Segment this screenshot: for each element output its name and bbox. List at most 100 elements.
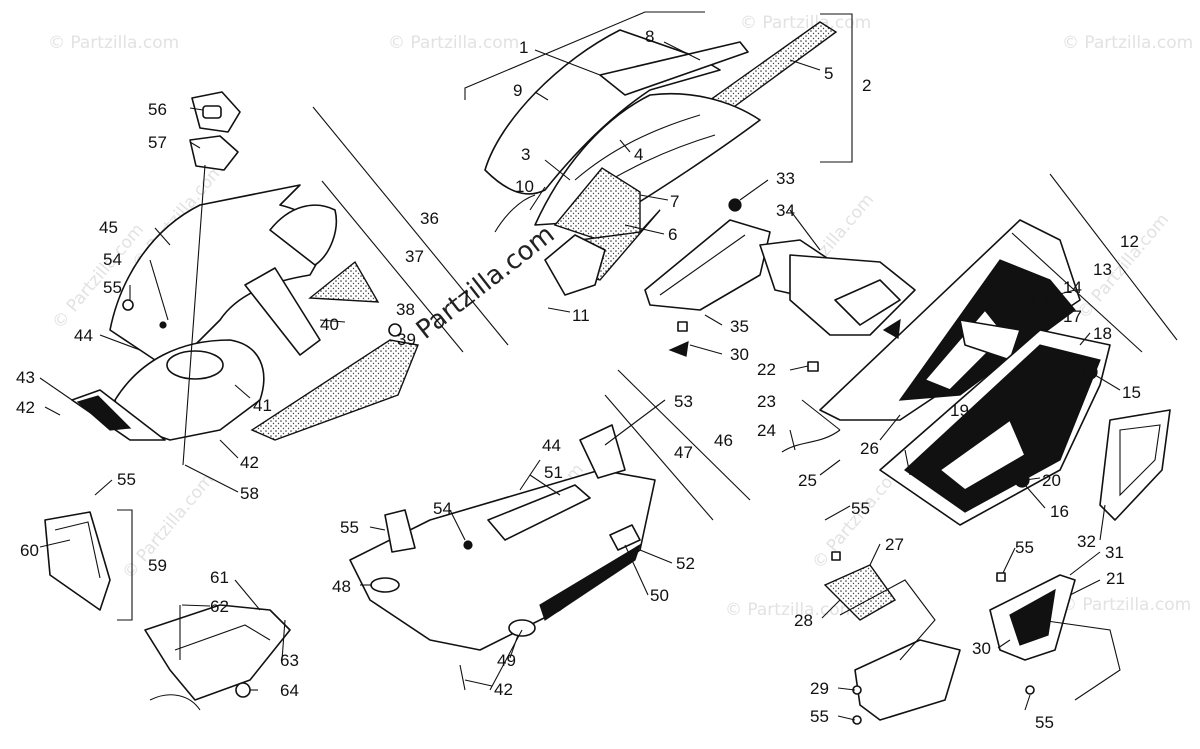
- lower-cover-part: [144, 604, 291, 701]
- screw-part: [463, 540, 473, 550]
- callout-label: 1: [519, 38, 528, 57]
- callout-label: 6: [668, 225, 677, 244]
- callout-label: 15: [1122, 383, 1141, 402]
- clip-part: [996, 572, 1006, 582]
- belly-pan-stripe: [539, 543, 642, 621]
- side-vent-part: [1099, 409, 1171, 521]
- callout-label: 55: [851, 499, 870, 518]
- callout-label: 55: [1015, 538, 1034, 557]
- bracket-13: [1011, 232, 1143, 353]
- callout-label: 12: [1120, 232, 1139, 251]
- callout-label: 3: [521, 145, 530, 164]
- gasket-part: [189, 135, 239, 171]
- small-parts-right: [823, 551, 1121, 725]
- belly-pan-insert: [487, 484, 591, 541]
- callout-label: 61: [210, 568, 229, 587]
- side-panel-assembly: [644, 198, 916, 357]
- bracket-46: [617, 369, 751, 501]
- callout-label: 39: [397, 330, 416, 349]
- screw-part: [1025, 685, 1035, 695]
- callout-label: 55: [103, 278, 122, 297]
- callout-label: 5: [824, 64, 833, 83]
- belly-pan-pad: [508, 619, 536, 637]
- callout-label: 42: [240, 453, 259, 472]
- belly-pan-bracket: [579, 424, 626, 479]
- rivet-part: [388, 323, 402, 337]
- callout-label: 54: [103, 250, 122, 269]
- watermark: © Partzilla.com: [740, 13, 871, 33]
- callout-label: 55: [1035, 713, 1054, 732]
- hood-panel-part: [553, 167, 641, 241]
- callout-label: 29: [810, 679, 829, 698]
- callout-label: 60: [20, 541, 39, 560]
- callout-label: 55: [810, 707, 829, 726]
- callout-label: 11: [572, 306, 590, 325]
- bracket-47: [604, 394, 714, 521]
- watermark: © Partzilla.com: [1060, 595, 1191, 615]
- belly-pan-part: [349, 469, 656, 651]
- callout-label: 22: [757, 360, 776, 379]
- bracket-2: [820, 13, 853, 163]
- callout-label: 4: [634, 145, 643, 164]
- callout-label: 40: [320, 315, 339, 334]
- callout-label: 54: [433, 499, 452, 518]
- duct-part: [854, 639, 961, 721]
- callout-label: 21: [1106, 569, 1125, 588]
- callout-label: 26: [860, 439, 879, 458]
- callout-label: 41: [253, 396, 272, 415]
- clip-part: [677, 321, 688, 332]
- callout-label: 10: [515, 177, 534, 196]
- watermark: © Partzilla.com: [48, 33, 179, 53]
- callout-label: 56: [148, 100, 167, 119]
- callout-label: 55: [340, 518, 359, 537]
- callout-label: 48: [332, 577, 351, 596]
- screw-part: [122, 299, 134, 311]
- callout-label: 27: [885, 535, 904, 554]
- hood-outline: [494, 194, 536, 233]
- harness-part: [781, 429, 841, 453]
- callout-label: 46: [714, 431, 733, 450]
- callout-label: 25: [798, 471, 817, 490]
- hood-assembly: [484, 21, 838, 296]
- callout-label: 44: [74, 326, 93, 345]
- watermark: © Partzilla.com: [1062, 33, 1193, 53]
- callout-label: 7: [670, 192, 679, 211]
- callout-label: 38: [396, 300, 415, 319]
- callout-label: 49: [497, 651, 516, 670]
- callout-label: 18: [1093, 324, 1112, 343]
- bracket-12: [1049, 173, 1178, 341]
- callout-label: 17: [1063, 307, 1082, 326]
- callout-label: 23: [757, 392, 776, 411]
- bracket-1: [464, 11, 705, 100]
- callout-label: 9: [513, 81, 522, 100]
- callout-label: 44: [542, 436, 561, 455]
- callout-label: 35: [730, 317, 749, 336]
- lower-cover-contour: [174, 624, 271, 651]
- callout-labels: 1 2 3 4 5 6 7 8 9 10 11 12 13 14 15 16 1…: [16, 27, 1141, 732]
- belly-pan-assembly: [349, 424, 656, 691]
- watermark: © Partzilla.com: [725, 600, 856, 620]
- callout-label: 58: [240, 484, 259, 503]
- gasket-hole: [202, 105, 222, 119]
- console-bracket-dark: [76, 395, 132, 431]
- callout-label: 16: [1050, 502, 1069, 521]
- callout-label: 20: [1042, 471, 1061, 490]
- console-assembly: [71, 91, 419, 441]
- bracket-59: [117, 509, 133, 621]
- belly-pan-clip: [609, 524, 641, 551]
- bracket-37: [321, 180, 464, 353]
- callout-label: 47: [674, 443, 693, 462]
- callout-label: 52: [676, 554, 695, 573]
- hood-lower-part: [544, 234, 606, 296]
- leader-lines: [39, 41, 1121, 721]
- arrow-marker: [882, 318, 901, 339]
- watermark: © Partzilla.com: [388, 33, 519, 53]
- clip-part: [728, 198, 742, 212]
- callout-label: 63: [280, 651, 299, 670]
- small-parts-left: [44, 511, 291, 711]
- callout-label: 50: [650, 586, 669, 605]
- callout-label: 34: [776, 201, 795, 220]
- callout-label: 64: [280, 681, 299, 700]
- hood-contour: [574, 114, 701, 181]
- side-panel-contour: [659, 234, 746, 296]
